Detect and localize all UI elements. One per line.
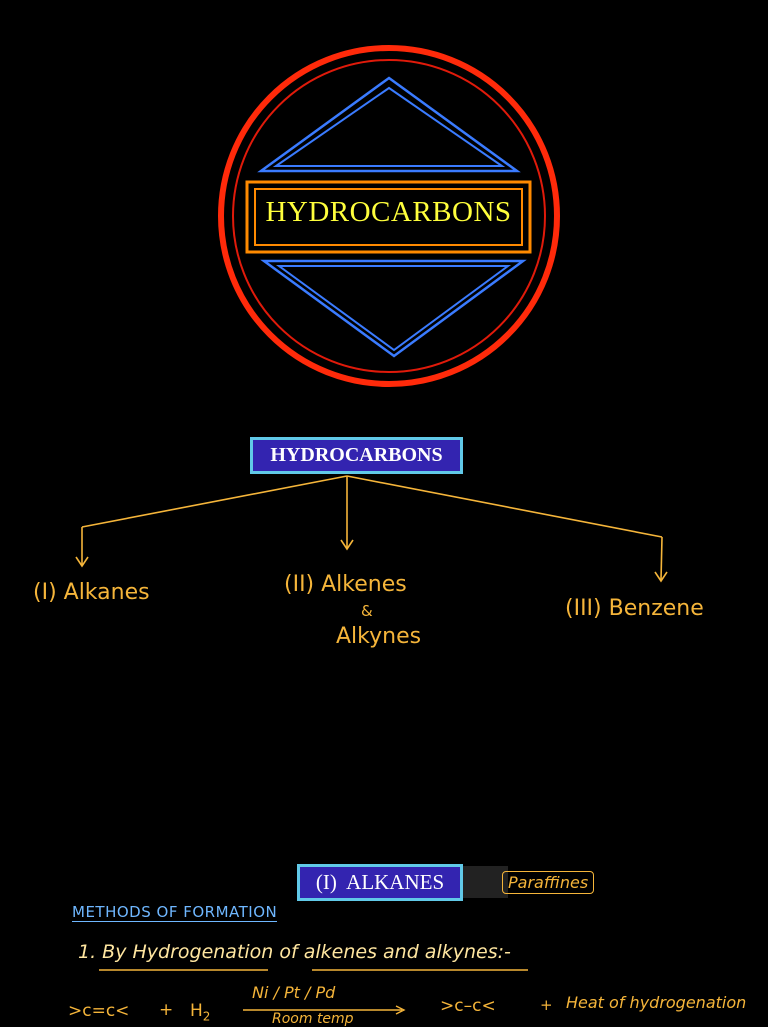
branch-alkenes: (II) Alkenes: [284, 572, 407, 597]
product-alkane: >c–c<: [440, 996, 496, 1016]
alkanes-heading-box: (I) ALKANES: [297, 864, 463, 901]
title-box-outer: [245, 180, 532, 254]
hydrogen-subscript: 2: [202, 1009, 211, 1024]
branch-ampersand: &: [361, 602, 373, 620]
outer-ring: [218, 45, 560, 387]
arrow-to-alkanes-head: [75, 556, 89, 568]
heat-of-hydrogenation: Heat of hydrogenation: [566, 993, 747, 1012]
catalyst-arrow-head: [395, 1005, 406, 1015]
cover-title: HYDROCARBONS: [265, 196, 512, 228]
heading-shadow: [460, 866, 508, 898]
hydrogen-symbol: H: [190, 1001, 203, 1021]
arrow-to-alkanes-branch: [81, 475, 348, 528]
arrow-to-alkenes-head: [340, 539, 354, 551]
reaction-plus-2: +: [540, 996, 553, 1014]
arrow-to-benzene-head: [654, 571, 668, 583]
alkanes-heading: (I) ALKANES: [315, 870, 445, 894]
title-box-inner: [254, 188, 523, 246]
method-1-text: 1. By Hydrogenation of alkenes and alkyn…: [78, 941, 511, 963]
reaction-plus-1: +: [159, 1000, 174, 1020]
branch-benzene: (III) Benzene: [565, 596, 704, 621]
lower-triangle-inner: [275, 265, 512, 352]
paraffines-tag: Paraffines: [502, 871, 595, 894]
diagram-root-label: HYDROCARBONS: [270, 444, 443, 466]
branch-alkynes: Alkynes: [336, 624, 422, 649]
branch-alkanes: (I) Alkanes: [33, 580, 150, 605]
upper-triangle-outer: [257, 76, 521, 173]
arrow-to-benzene-branch: [346, 475, 663, 538]
condition-label: Room temp: [272, 1011, 354, 1027]
reactant-hydrogen: H2: [190, 1001, 210, 1023]
arrow-to-benzene-drop: [660, 536, 663, 581]
lower-triangle-outer: [260, 259, 527, 358]
catalyst-label: Ni / Pt / Pd: [252, 983, 336, 1002]
diagram-root-box: HYDROCARBONS: [250, 437, 463, 474]
paraffines-label: Paraffines: [508, 873, 589, 892]
upper-triangle-inner: [272, 86, 506, 167]
methods-title: METHODS OF FORMATION: [72, 903, 278, 922]
inner-ring: [232, 59, 546, 373]
reactant-alkene: >c=c<: [68, 1001, 130, 1021]
